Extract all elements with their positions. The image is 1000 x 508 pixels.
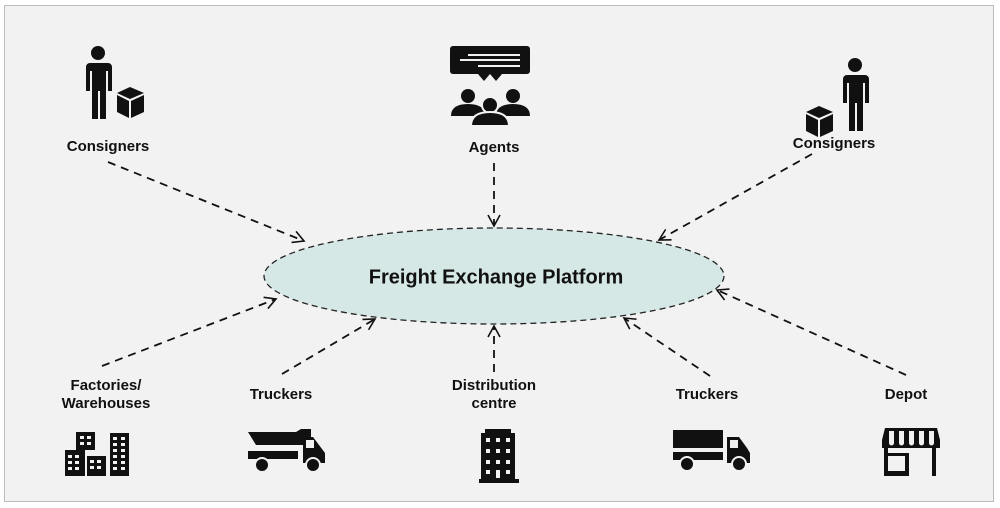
node-label-consigners-right: Consigners [792,135,876,152]
node-label-truckers-left: Truckers [249,386,313,403]
node-label-line: centre [471,395,517,412]
buildings-icon [65,432,129,476]
group-chat-icon [450,46,530,127]
platform-label: Freight Exchange Platform [368,266,624,289]
edge-consigners-left [107,161,306,244]
edge-truckers-left [281,318,377,375]
node-label-factories-warehouses: Factories/ Warehouses [62,377,151,413]
node-label-distribution-centre: Distribution centre [452,377,536,413]
dump-truck-icon [248,429,325,473]
edge-depot [715,288,907,376]
edge-truckers-right [622,317,711,377]
edge-consigners-right [657,153,813,241]
edge-factories [101,296,278,367]
node-label-line: Factories/ [70,377,142,394]
platform-ellipse [263,227,725,325]
box-truck-icon [673,430,750,472]
person-with-box-icon [806,58,869,137]
person-with-box-icon [86,46,144,119]
node-label-depot: Depot [884,386,928,403]
node-label-truckers-right: Truckers [675,386,739,403]
node-label-agents: Agents [468,139,520,156]
storefront-icon [882,428,940,476]
node-label-consigners-left: Consigners [66,138,150,155]
node-label-line: Warehouses [61,395,151,412]
office-building-icon [479,429,519,483]
node-label-line: Distribution [451,377,537,394]
